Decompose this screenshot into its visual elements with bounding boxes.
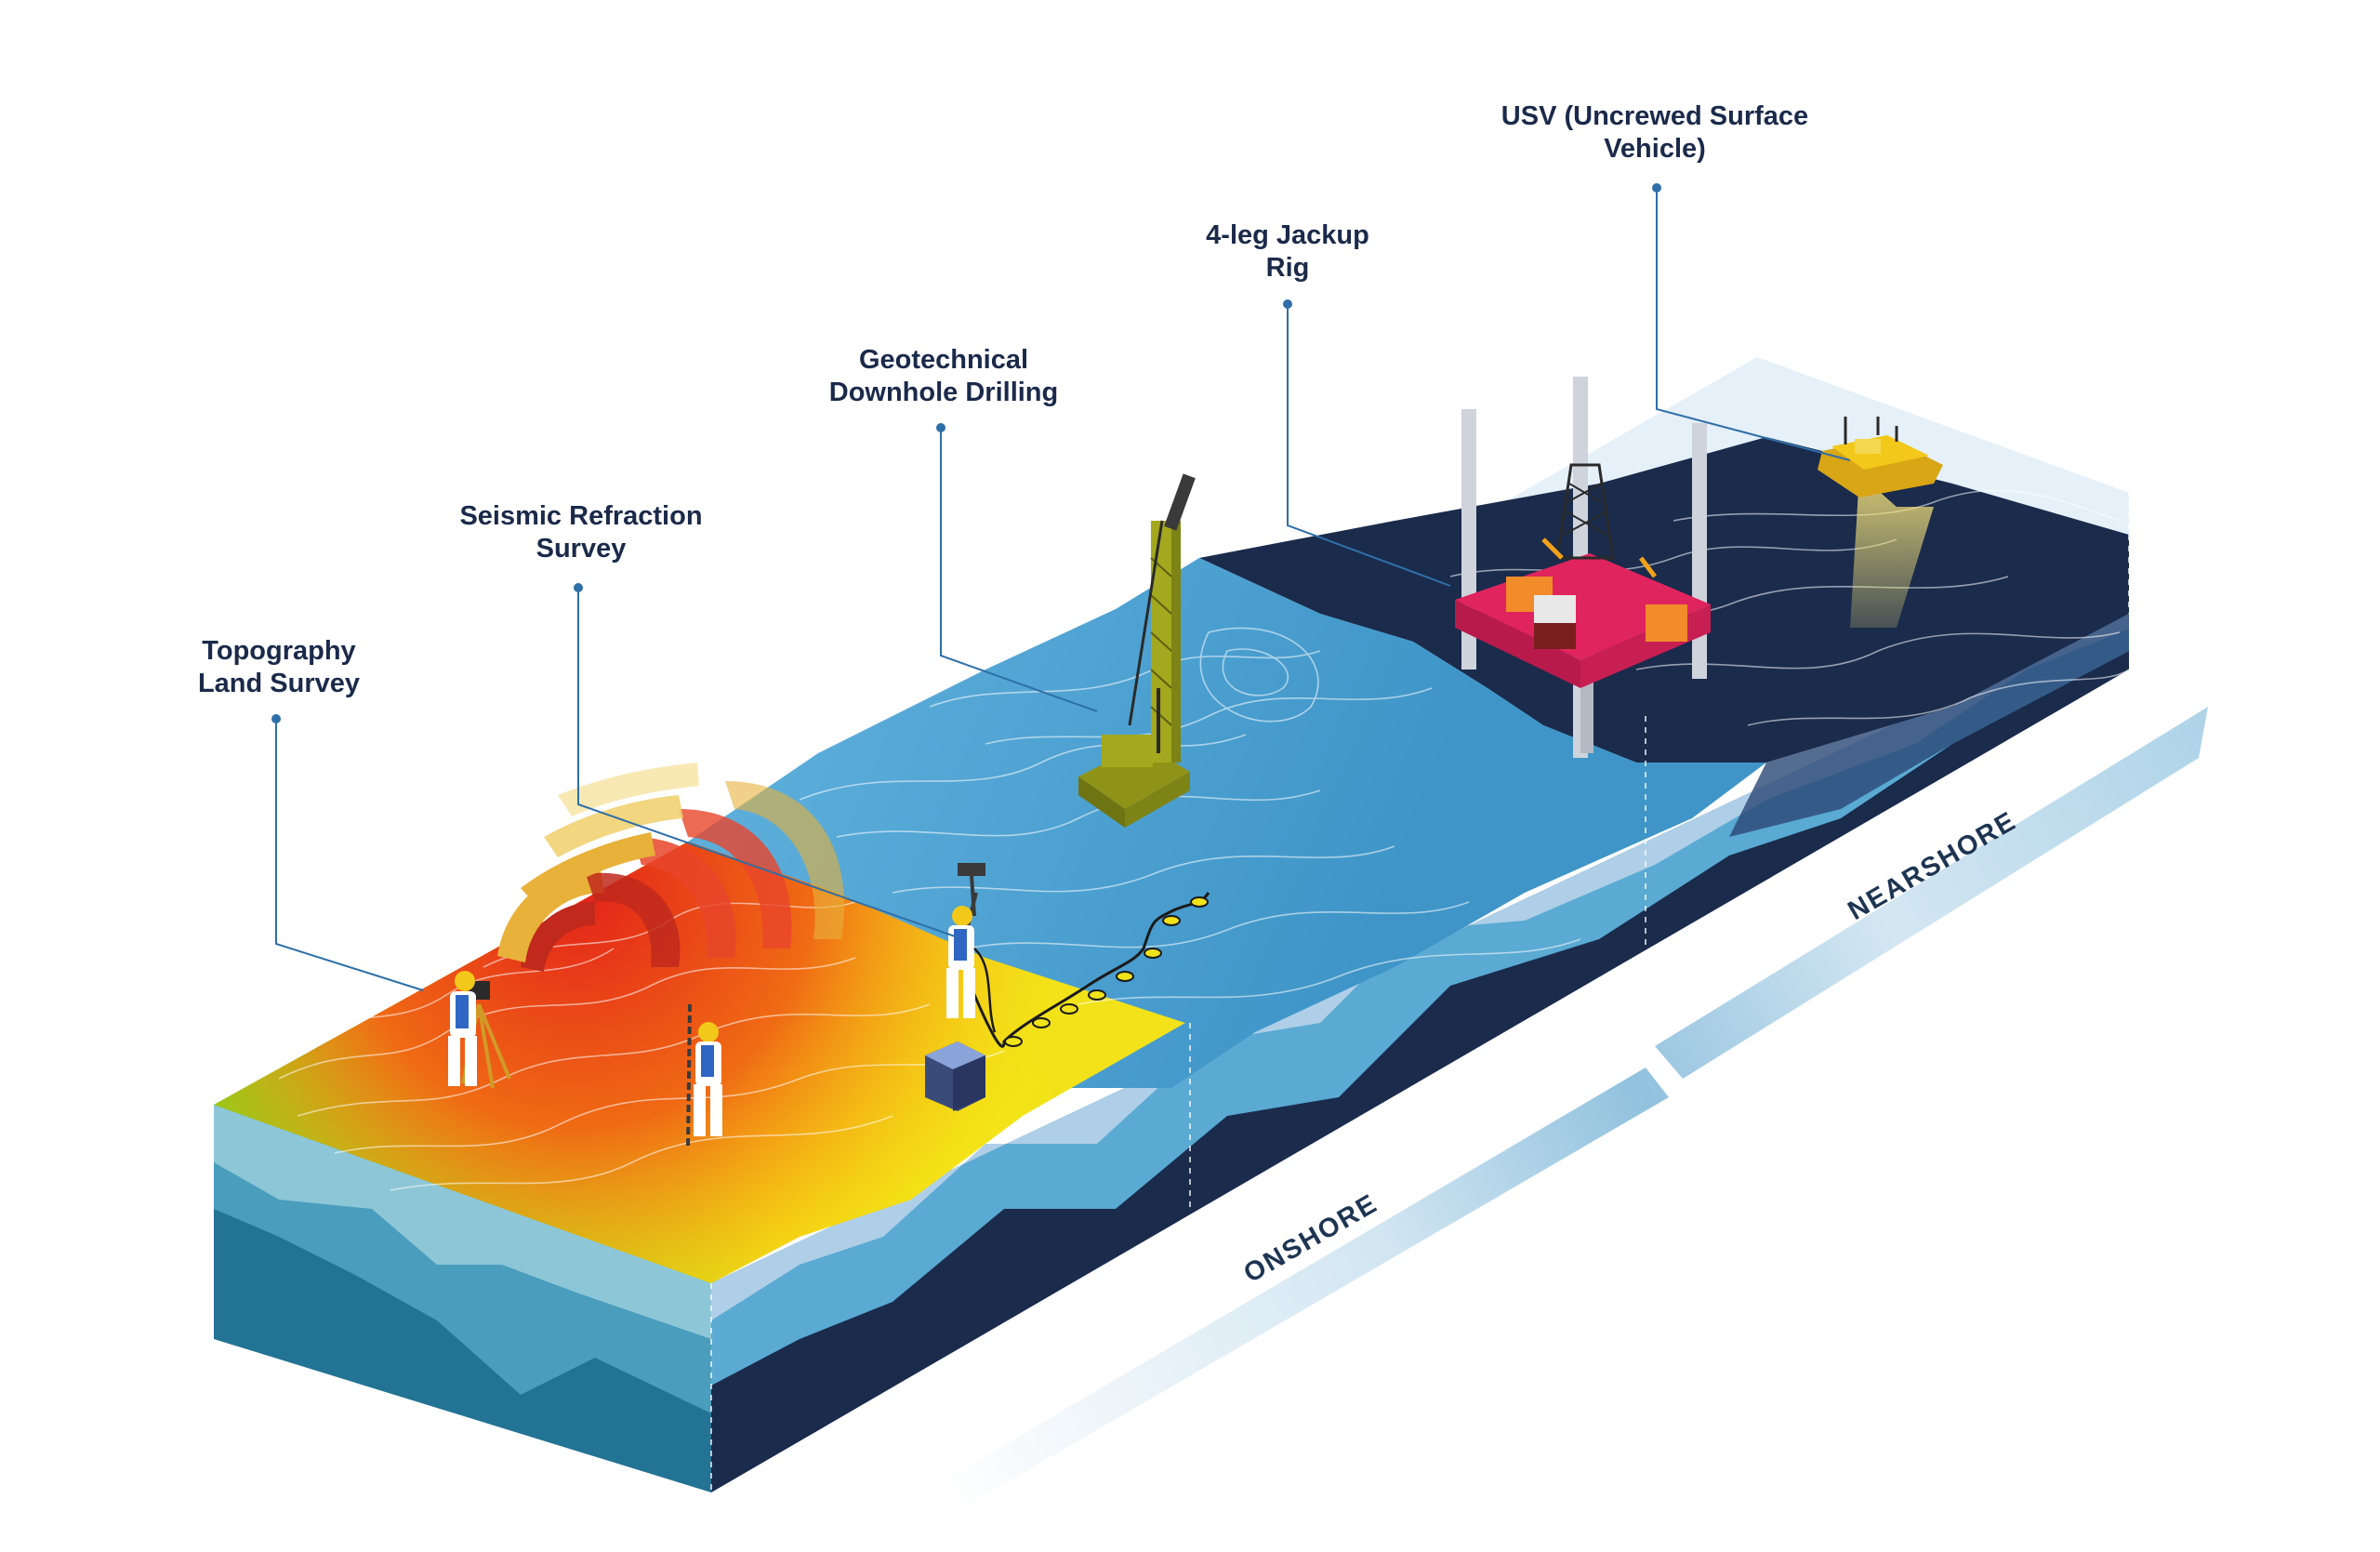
geophone-cable <box>965 892 1210 1048</box>
label-4-leg-jackup-rig: 4-leg Jackup Rig <box>1206 220 1369 283</box>
leader-lines <box>275 188 1851 991</box>
leader-seismic <box>577 588 959 938</box>
seismic-wave-arcs <box>497 763 845 972</box>
label-topography-land-survey: Topography Land Survey <box>197 636 361 698</box>
land-cross-section <box>214 1105 711 1492</box>
leader-drilling <box>940 428 1098 712</box>
label-seismic-refraction-survey: Seismic Refraction Survey <box>459 501 703 564</box>
leader-usv <box>1656 188 1851 461</box>
drilling-rig <box>1078 473 1196 828</box>
surveyor-staff <box>686 1003 722 1149</box>
surveyor-topography <box>448 971 511 1089</box>
leader-topography <box>275 719 424 991</box>
onshore-arrow <box>916 1068 1669 1511</box>
section-guides <box>710 423 2130 1492</box>
seismograph-box <box>925 1041 985 1111</box>
label-geotechnical-downhole-drilling: Geotechnical Downhole Drilling <box>828 345 1059 407</box>
leader-dots <box>271 183 1661 723</box>
nearshore-arrow <box>1655 707 2208 1079</box>
geophones <box>1004 896 1209 1047</box>
deep-seabed-highlight <box>1729 614 2129 837</box>
usv-vessel <box>1818 417 1943 628</box>
leader-jackup <box>1287 304 1451 587</box>
label-usv: USV (Uncrewed Surface Vehicle) <box>1501 101 1809 164</box>
jackup-rig <box>1455 377 1711 758</box>
